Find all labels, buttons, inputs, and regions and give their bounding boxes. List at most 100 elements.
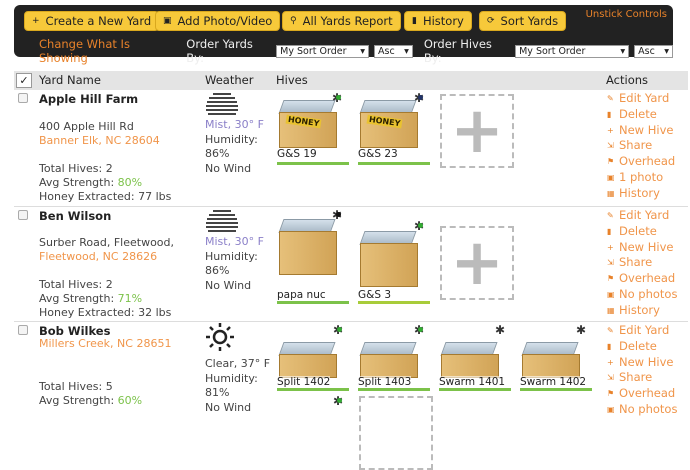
history-link[interactable]: ▦History bbox=[607, 302, 660, 317]
order-hives-select[interactable]: My Sort Order▾ bbox=[515, 44, 630, 58]
order-hives-direction[interactable]: Asc▾ bbox=[634, 44, 674, 58]
history-link[interactable]: ▦History bbox=[607, 185, 660, 200]
edit-yard-link[interactable]: ✎Edit Yard bbox=[607, 208, 670, 222]
unstick-controls-link[interactable]: Unstick Controls bbox=[585, 9, 667, 20]
image-icon: ▣ bbox=[607, 404, 615, 414]
delete-link[interactable]: ▮Delete bbox=[607, 223, 657, 238]
bee-status-icon: ✱ bbox=[414, 220, 424, 232]
hive-card[interactable]: G&S 3 bbox=[358, 225, 430, 304]
new-hive-link[interactable]: +New Hive bbox=[607, 239, 674, 254]
share-icon: ⇲ bbox=[607, 373, 614, 383]
city-link[interactable]: Millers Creek bbox=[39, 337, 111, 350]
city-link[interactable]: Banner Elk bbox=[39, 134, 99, 147]
plus-icon: + bbox=[607, 242, 614, 252]
trash-icon: ▮ bbox=[607, 109, 612, 119]
delete-link[interactable]: ▮Delete bbox=[607, 106, 657, 121]
hive-card[interactable]: Swarm 1401 bbox=[439, 322, 511, 392]
yard-name[interactable]: Bob Wilkes bbox=[39, 324, 111, 338]
strength-bar bbox=[277, 162, 349, 165]
photos-link[interactable]: ▣No photos bbox=[607, 286, 678, 301]
header-actions: Actions bbox=[606, 73, 649, 87]
yard-row: Bob Wilkes Millers Creek, NC 28651 Total… bbox=[14, 321, 688, 470]
delete-link[interactable]: ▮Delete bbox=[607, 338, 657, 353]
share-link[interactable]: ⇲Share bbox=[607, 138, 653, 153]
bee-status-icon: ✱ bbox=[333, 395, 343, 407]
bee-status-icon: ✱ bbox=[414, 324, 424, 336]
yard-actions: ✎Edit Yard ▮Delete +New Hive ⇲Share ⚑Ove… bbox=[607, 91, 675, 202]
image-icon: ▣ bbox=[607, 172, 615, 182]
image-icon: ▣ bbox=[607, 289, 615, 299]
book-icon: ▮ bbox=[412, 16, 417, 26]
hive-card[interactable]: papa nuc bbox=[277, 213, 349, 304]
strength-bar bbox=[358, 301, 430, 304]
flag-icon: ⚑ bbox=[607, 274, 615, 284]
image-icon: ▣ bbox=[163, 16, 172, 26]
edit-yard-link[interactable]: ✎Edit Yard bbox=[607, 91, 670, 105]
new-hive-link[interactable]: +New Hive bbox=[607, 122, 674, 137]
trash-icon: ▮ bbox=[607, 226, 612, 236]
bee-status-icon: ✱ bbox=[332, 209, 342, 221]
yard-checkbox[interactable] bbox=[18, 325, 28, 335]
yard-actions: ✎Edit Yard ▮Delete +New Hive ⇲Share ⚑Ove… bbox=[607, 208, 677, 319]
calendar-icon: ▦ bbox=[607, 188, 615, 198]
overhead-link[interactable]: ⚑Overhead bbox=[607, 154, 676, 169]
create-yard-button[interactable]: +Create a New Yard bbox=[24, 11, 160, 31]
photos-link[interactable]: ▣1 photo bbox=[607, 169, 664, 184]
edit-yard-link[interactable]: ✎Edit Yard bbox=[607, 323, 670, 337]
yard-row: Ben Wilson Surber Road, Fleetwood,Fleetw… bbox=[14, 206, 688, 321]
overhead-link[interactable]: ⚑Overhead bbox=[607, 271, 676, 286]
calendar-icon: ▦ bbox=[607, 305, 615, 315]
plus-icon: + bbox=[32, 16, 40, 26]
strength-bar bbox=[358, 162, 430, 165]
sort-yards-button[interactable]: ⟳Sort Yards bbox=[479, 11, 567, 31]
yard-actions: ✎Edit Yard ▮Delete +New Hive ⇲Share ⚑Ove… bbox=[607, 323, 677, 418]
all-yards-report-button[interactable]: ⚲All Yards Report bbox=[282, 11, 401, 31]
bee-status-icon: ✱ bbox=[333, 324, 343, 336]
yard-checkbox[interactable] bbox=[18, 93, 28, 103]
order-yards-label: Order Yards By: bbox=[186, 37, 253, 65]
add-hive-button[interactable] bbox=[359, 396, 433, 470]
share-icon: ⇲ bbox=[607, 258, 614, 268]
hive-card[interactable]: Split 1402 bbox=[277, 322, 349, 392]
add-hive-button[interactable]: + bbox=[440, 226, 514, 300]
order-yards-select[interactable]: My Sort Order▾ bbox=[276, 44, 369, 58]
yard-name[interactable]: Ben Wilson bbox=[39, 209, 112, 223]
flag-icon: ⚑ bbox=[607, 389, 615, 399]
history-button[interactable]: ▮History bbox=[404, 11, 472, 31]
order-hives-label: Order Hives By: bbox=[423, 37, 492, 65]
new-hive-link[interactable]: +New Hive bbox=[607, 354, 674, 369]
add-photo-button[interactable]: ▣Add Photo/Video bbox=[155, 11, 281, 31]
strength-bar bbox=[439, 388, 511, 391]
plus-icon: + bbox=[607, 125, 614, 135]
change-showing-link[interactable]: Change What Is Showing bbox=[39, 37, 130, 65]
bee-status-icon: ✱ bbox=[495, 323, 506, 337]
bee-status-icon: ✱ bbox=[332, 92, 342, 104]
header-hives: Hives bbox=[276, 73, 308, 87]
share-link[interactable]: ⇲Share bbox=[607, 255, 653, 270]
share-link[interactable]: ⇲Share bbox=[607, 370, 653, 385]
add-hive-button[interactable]: + bbox=[440, 94, 514, 168]
hive-card[interactable]: Split 1403 bbox=[358, 322, 430, 392]
strength-bar bbox=[520, 388, 592, 391]
sort-icon: ⟳ bbox=[487, 16, 495, 26]
hive-card[interactable]: Swarm 1402 bbox=[520, 322, 592, 392]
city-link[interactable]: Fleetwood bbox=[39, 250, 96, 263]
header-yard-name: Yard Name bbox=[39, 73, 101, 87]
bee-status-icon: ✱ bbox=[414, 92, 424, 104]
photos-link[interactable]: ▣No photos bbox=[607, 401, 678, 416]
yard-name[interactable]: Apple Hill Farm bbox=[39, 92, 139, 106]
overhead-link[interactable]: ⚑Overhead bbox=[607, 386, 676, 401]
select-all-checkbox[interactable]: ✓ bbox=[16, 73, 32, 88]
yard-address: Millers Creek, NC 28651 bbox=[39, 337, 172, 350]
yard-checkbox[interactable] bbox=[18, 210, 28, 220]
order-yards-direction[interactable]: Asc▾ bbox=[374, 44, 413, 58]
